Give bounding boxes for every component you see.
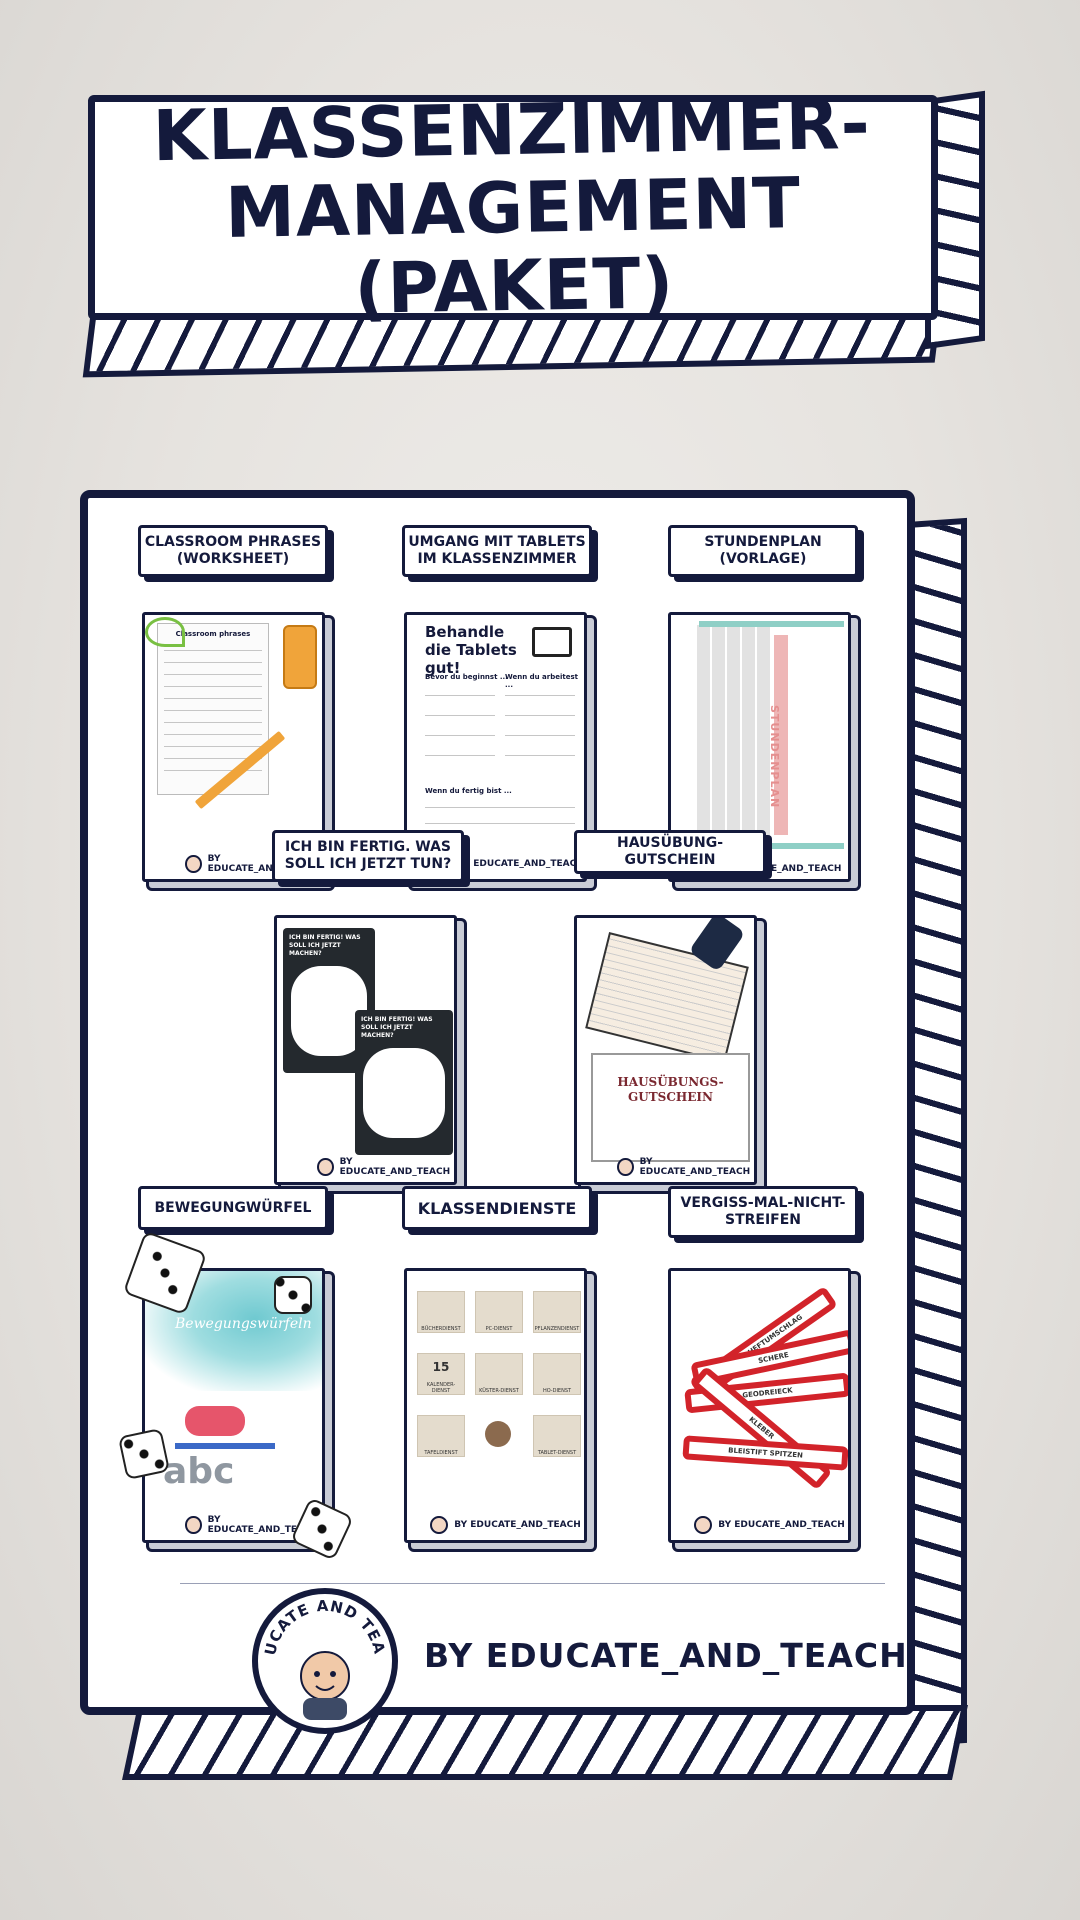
logo-icon [694,1516,713,1534]
stundenplan-title: STUNDENPLAN [768,705,781,809]
card-vergiss-mal-nicht[interactable]: ROTER HEFTUMSCHLAG SCHERE GEODREIECK KLE… [668,1268,851,1543]
schedule-footer [699,843,844,849]
board-bottom [122,1705,968,1780]
duty-tile: BÜCHERDIENST [417,1291,465,1333]
reminder-strip: BLEISTIFT SPITZEN [682,1435,848,1471]
label-tablets: UMGANG MIT TABLETS IM KLASSENZIMMER [402,525,592,577]
sloth-icon [485,1421,511,1447]
logo-icon [617,1158,634,1176]
poster-cloud [291,966,367,1056]
title-line-2: MANAGEMENT (PAKET) [224,161,802,330]
dice-icon [274,1276,312,1314]
label-bewegungwuerfel: BEWEGUNGWÜRFEL [138,1186,328,1230]
card-footer: BY EDUCATE_AND_TEACH [185,1510,322,1540]
duty-tile: HO-DIENST [533,1353,581,1395]
schedule-day-column [774,635,788,835]
scissors-icon [145,617,185,647]
duty-tile: TABLET-DIENST [533,1415,581,1457]
svg-text:EDUCATE AND TEACH: EDUCATE AND TEACH [258,1594,389,1657]
mat-icon [175,1443,275,1449]
glue-icon [283,625,317,689]
label-vergiss-mal-nicht: VERGISS-MAL-NICHT-STREIFEN [668,1186,858,1238]
brand-byline: BY EDUCATE_AND_TEACH [424,1636,908,1675]
tablets-col-left: Bevor du beginnst ... [425,673,508,681]
title-line-1: KLASSENZIMMER- [151,82,872,177]
voucher-title: HAUSÜBUNGS-GUTSCHEIN [617,1075,724,1104]
tablets-title: Behandle die Tablets gut! [425,623,517,677]
poster-front: ICH BIN FERTIG! WAS SOLL ICH JETZT MACHE… [355,1010,453,1155]
avatar-face-icon [300,1651,350,1701]
poster-front-title: ICH BIN FERTIG! WAS SOLL ICH JETZT MACHE… [361,1016,433,1039]
card-footer: BY EDUCATE_AND_TEACH [691,1510,848,1540]
card-classroom-phrases[interactable]: Classroom phrases BY EDUCATE_AND_TEACH [142,612,325,882]
brand-logo-text: EDUCATE AND TEACH [251,1580,387,1657]
card-hausuebung[interactable]: HAUSÜBUNGS-GUTSCHEIN BY EDUCATE_AND_TEAC… [574,915,757,1185]
label-ich-bin-fertig: ICH BIN FERTIG. WAS SOLL ICH JETZT TUN? [272,830,464,882]
card-footer: BY EDUCATE_AND_TEACH [185,849,322,879]
card-ich-bin-fertig[interactable]: ICH BIN FERTIG! WAS SOLL ICH JETZT MACHE… [274,915,457,1185]
worksheet-title: Classroom phrases [175,630,251,638]
duty-tile: PFLANZENDIENST [533,1291,581,1333]
dice-icon [117,1427,171,1481]
card-footer: BY EDUCATE_AND_TEACH [427,1510,584,1540]
worksheet-preview: Classroom phrases [157,623,269,795]
duty-tile: KÜSTER-DIENST [475,1353,523,1395]
logo-icon [185,1516,202,1534]
brand-logo-svg: EDUCATE AND TEACH [251,1580,389,1720]
tablets-col-right: Wenn du arbeitest ... [505,673,578,689]
voucher-box: HAUSÜBUNGS-GUTSCHEIN [591,1053,750,1162]
logo-icon [185,855,202,873]
page-title: KLASSENZIMMER- MANAGEMENT (PAKET) [93,82,933,332]
figure-icon [185,1406,245,1436]
label-classroom-phrases: CLASSROOM PHRASES (WORKSHEET) [138,525,328,577]
logo-icon [430,1516,449,1534]
duty-tile: TAFELDIENST [417,1415,465,1457]
title-banner: KLASSENZIMMER- MANAGEMENT (PAKET) [88,82,938,329]
label-hausuebung: HAUSÜBUNG-GUTSCHEIN [574,830,766,874]
card-footer: BY EDUCATE_AND_TEACH [317,1152,454,1182]
tablets-col-bottom: Wenn du fertig bist ... [425,787,512,795]
card-klassendienste[interactable]: BÜCHERDIENST PC-DIENST PFLANZENDIENST 15… [404,1268,587,1543]
duty-tile: 15 KALENDER-DIENST [417,1353,465,1395]
bewegung-abc: abc [163,1451,235,1492]
avatar-shirt-icon [303,1698,347,1720]
calendar-number: 15 [432,1360,450,1374]
board-divider [180,1583,885,1584]
brand-logo: EDUCATE AND TEACH [251,1580,398,1734]
tablet-icon [532,627,572,657]
label-stundenplan: STUNDENPLAN (VORLAGE) [668,525,858,577]
card-footer: BY EDUCATE_AND_TEACH [617,1152,754,1182]
schedule-header [699,621,844,627]
label-klassendienste: KLASSENDIENSTE [402,1186,592,1230]
poster-back-title: ICH BIN FERTIG! WAS SOLL ICH JETZT MACHE… [289,934,361,957]
poster-cloud [363,1048,445,1138]
schedule-grid [697,625,772,845]
bewegung-title: Bewegungswürfeln [175,1316,312,1332]
card-footer: BY EDUCATE_AND_TEACH [457,859,584,869]
logo-icon [317,1158,334,1176]
duty-tile: PC-DIENST [475,1291,523,1333]
